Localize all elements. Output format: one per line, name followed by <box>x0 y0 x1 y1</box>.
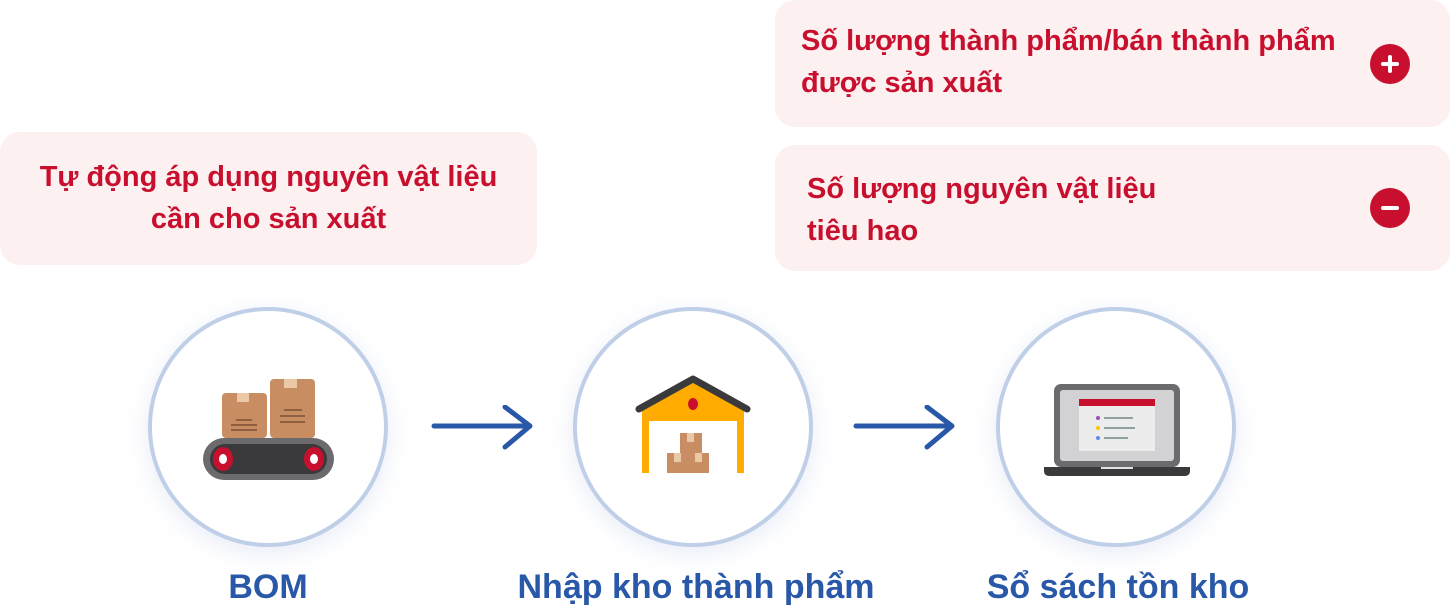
step-label-bom: BOM <box>228 568 308 606</box>
bom-note-card: Tự động áp dụng nguyên vật liệu cần cho … <box>0 132 537 265</box>
minus-icon <box>1370 188 1410 228</box>
bom-circle <box>148 307 388 547</box>
warehouse-icon <box>635 375 751 473</box>
consumed-qty-card: Số lượng nguyên vật liệu tiêu hao <box>775 145 1450 271</box>
arrow-right-icon <box>431 405 533 450</box>
laptop-ledger-icon <box>1044 384 1190 476</box>
conveyor-boxes-icon <box>203 379 334 480</box>
produced-qty-text: Số lượng thành phẩm/bán thành phẩm được … <box>801 25 1336 99</box>
produced-qty-card: Số lượng thành phẩm/bán thành phẩm được … <box>775 0 1450 127</box>
ledger-circle <box>996 307 1236 547</box>
bom-note-text: Tự động áp dụng nguyên vật liệu cần cho … <box>39 161 498 235</box>
consumed-qty-text: Số lượng nguyên vật liệu tiêu hao <box>807 173 1157 247</box>
arrow-right-icon <box>853 405 955 450</box>
step-label-warehouse: Nhập kho thành phẩm <box>517 568 875 606</box>
warehouse-circle <box>573 307 813 547</box>
step-label-ledger: Sổ sách tồn kho <box>986 568 1250 606</box>
plus-icon <box>1370 43 1410 84</box>
